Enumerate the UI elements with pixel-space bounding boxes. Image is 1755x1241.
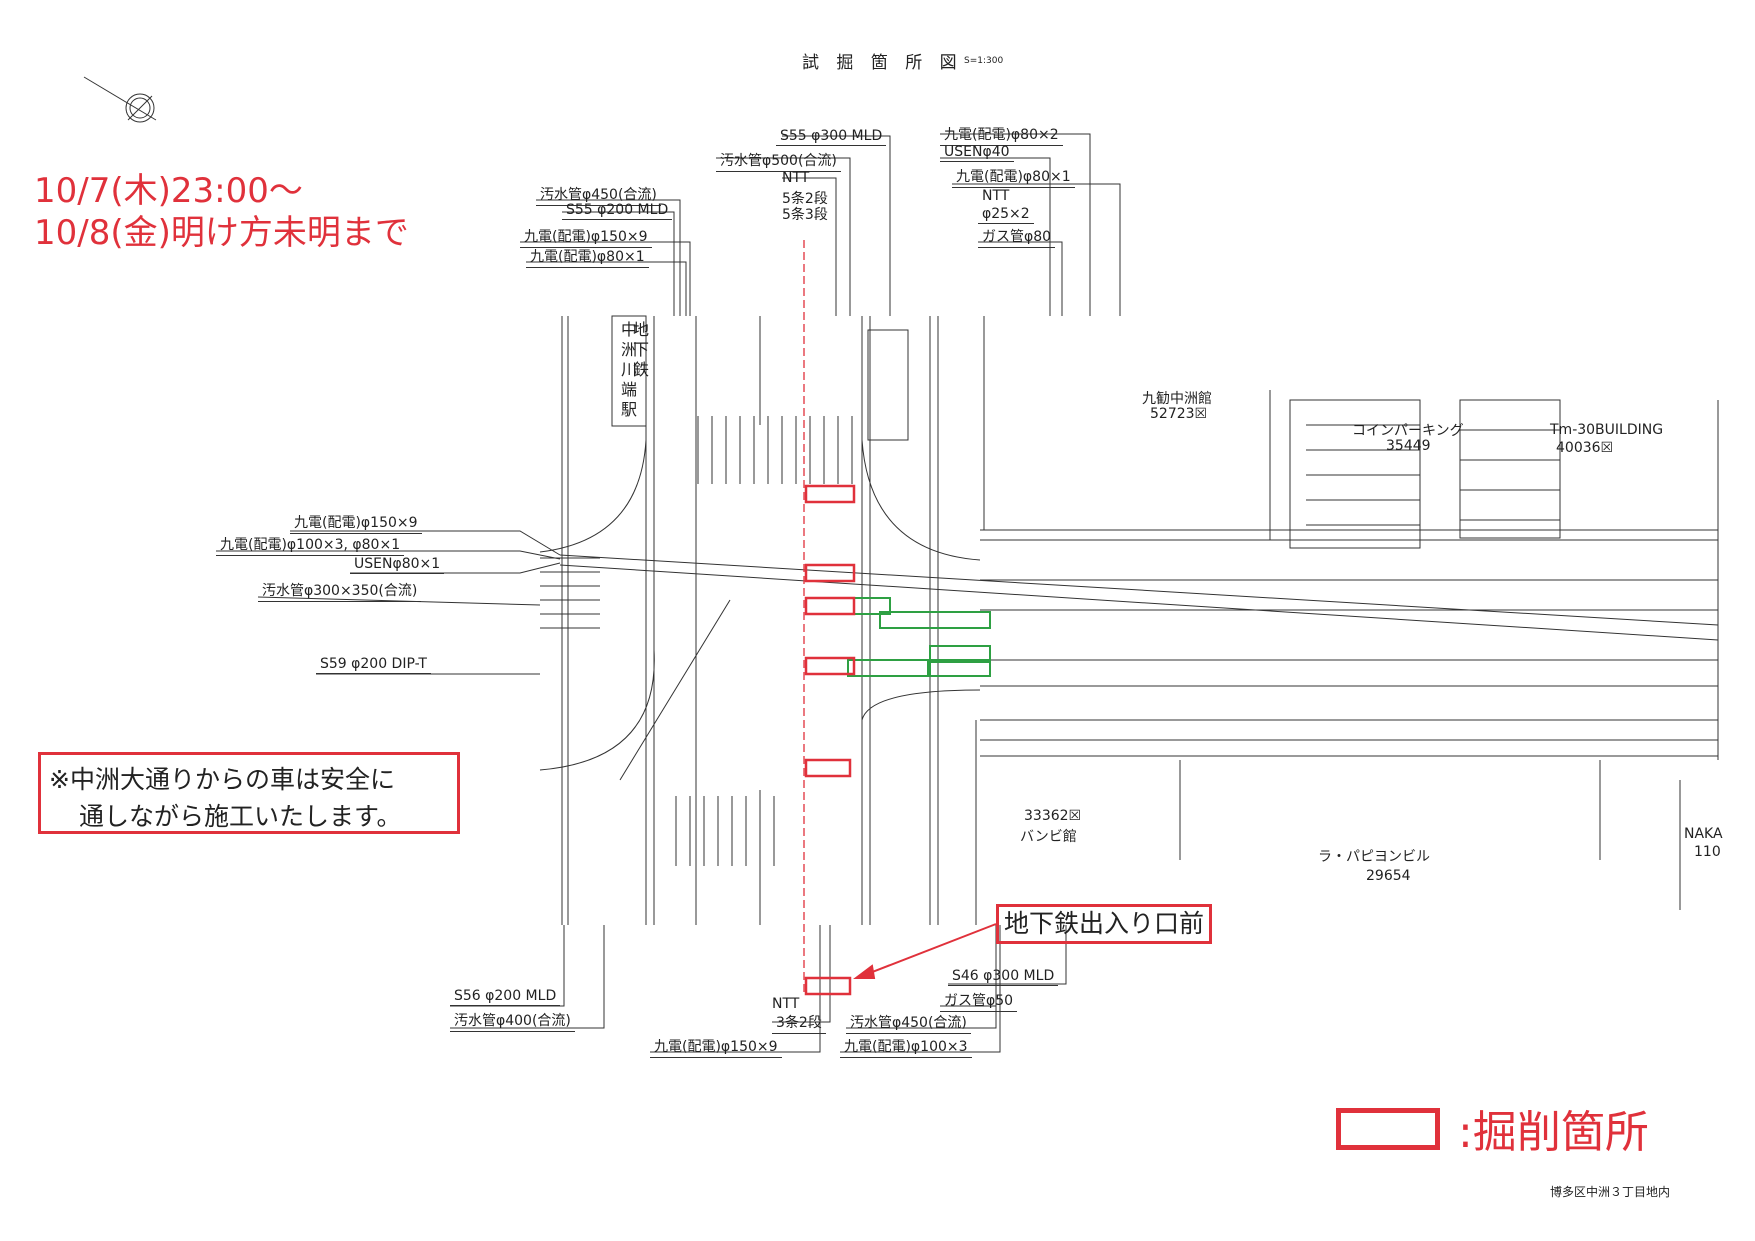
traffic-notice: ※中洲大通りからの車は安全に 通しながら施工いたします。 xyxy=(38,752,460,834)
building-name: Tm-30BUILDING xyxy=(1550,422,1664,438)
building-code: 52723☒ xyxy=(1150,406,1208,422)
excavation-site-group xyxy=(804,484,856,996)
pipe-label: 九電(配電)φ150×9 xyxy=(520,226,652,248)
pipe-label: S55 φ300 MLD xyxy=(776,128,887,146)
building-code: 110 xyxy=(1694,844,1721,860)
building-name: コインパーキング xyxy=(1352,423,1464,439)
building-code: 40036☒ xyxy=(1556,440,1614,456)
schedule-line-1: 10/7(木)23:00～ xyxy=(34,171,303,211)
pipe-label: 九電(配電)φ150×9 xyxy=(290,512,422,534)
building-name: 九勧中洲館 xyxy=(1142,391,1212,407)
location-footer: 博多区中洲３丁目地内 xyxy=(1550,1185,1671,1199)
station-label-col1: 地下鉄 xyxy=(632,320,649,379)
pipe-label: ガス管φ80 xyxy=(978,226,1056,248)
pipe-label: 3条2段 xyxy=(772,1012,826,1034)
pipe-label: 5条3段 xyxy=(782,207,828,223)
pipe-label: S55 φ200 MLD xyxy=(562,202,673,220)
station-label-col2: 中洲川端駅 xyxy=(620,320,637,419)
pipe-label: 汚水管φ300×350(合流) xyxy=(258,580,422,602)
scale-label: S=1:300 xyxy=(964,56,1004,66)
crosswalk-south xyxy=(675,796,775,866)
crosswalk-north xyxy=(697,416,853,484)
pipe-label: 九電(配電)φ80×1 xyxy=(526,246,649,268)
north-arrow-icon xyxy=(83,76,157,123)
building-name: NAKA xyxy=(1684,826,1723,842)
crosswalk-west xyxy=(540,557,600,629)
pipe-label: 汚水管φ450(合流) xyxy=(846,1012,971,1034)
building-code: 29654 xyxy=(1366,868,1411,884)
building-name: ラ・パピヨンビル xyxy=(1318,849,1430,865)
pipe-label: 5条2段 xyxy=(782,191,828,207)
pipe-label: S59 φ200 DIP-T xyxy=(316,656,431,674)
pipe-label: 九電(配電)φ100×3 xyxy=(840,1036,972,1058)
pipe-label: USENφ40 xyxy=(940,144,1014,162)
building-code: 35449 xyxy=(1386,438,1431,454)
callout-arrow-icon xyxy=(853,923,997,979)
legend-excavation-swatch xyxy=(1336,1108,1440,1150)
pipe-label: S56 φ200 MLD xyxy=(450,988,561,1006)
page-title: 試 掘 箇 所 図 xyxy=(802,53,963,73)
notice-line-1: ※中洲大通りからの車は安全に xyxy=(49,765,395,794)
pipe-label: 九電(配電)φ80×1 xyxy=(952,166,1075,188)
existing-pit-group xyxy=(805,597,991,677)
pipe-label: S46 φ300 MLD xyxy=(948,968,1059,986)
subway-entrance-callout: 地下鉄出入り口前 xyxy=(996,904,1212,944)
pipe-label: USENφ80×1 xyxy=(350,556,445,574)
pipe-label: 九電(配電)φ100×3, φ80×1 xyxy=(216,534,405,556)
pipe-label: 汚水管φ500(合流) xyxy=(716,150,841,172)
legend-excavation-label: :掘削箇所 xyxy=(1458,1107,1649,1158)
pipe-label: 汚水管φ400(合流) xyxy=(450,1010,575,1032)
pipe-label: 汚水管φ450(合流) xyxy=(536,184,661,206)
pipe-label: φ25×2 xyxy=(978,206,1034,224)
building-code: 33362☒ xyxy=(1024,808,1082,824)
pipe-label: 九電(配電)φ80×2 xyxy=(940,124,1063,146)
schedule-line-2: 10/8(金)明け方未明まで xyxy=(34,213,409,253)
pipe-label: ガス管φ50 xyxy=(940,990,1018,1012)
pipe-label: NTT xyxy=(982,188,1010,204)
pipe-label: 九電(配電)φ150×9 xyxy=(650,1036,782,1058)
building-name: バンビ館 xyxy=(1020,829,1077,845)
pipe-label: NTT xyxy=(782,170,810,186)
notice-line-2: 通しながら施工いたします。 xyxy=(79,802,402,831)
pipe-label: NTT xyxy=(772,996,800,1012)
